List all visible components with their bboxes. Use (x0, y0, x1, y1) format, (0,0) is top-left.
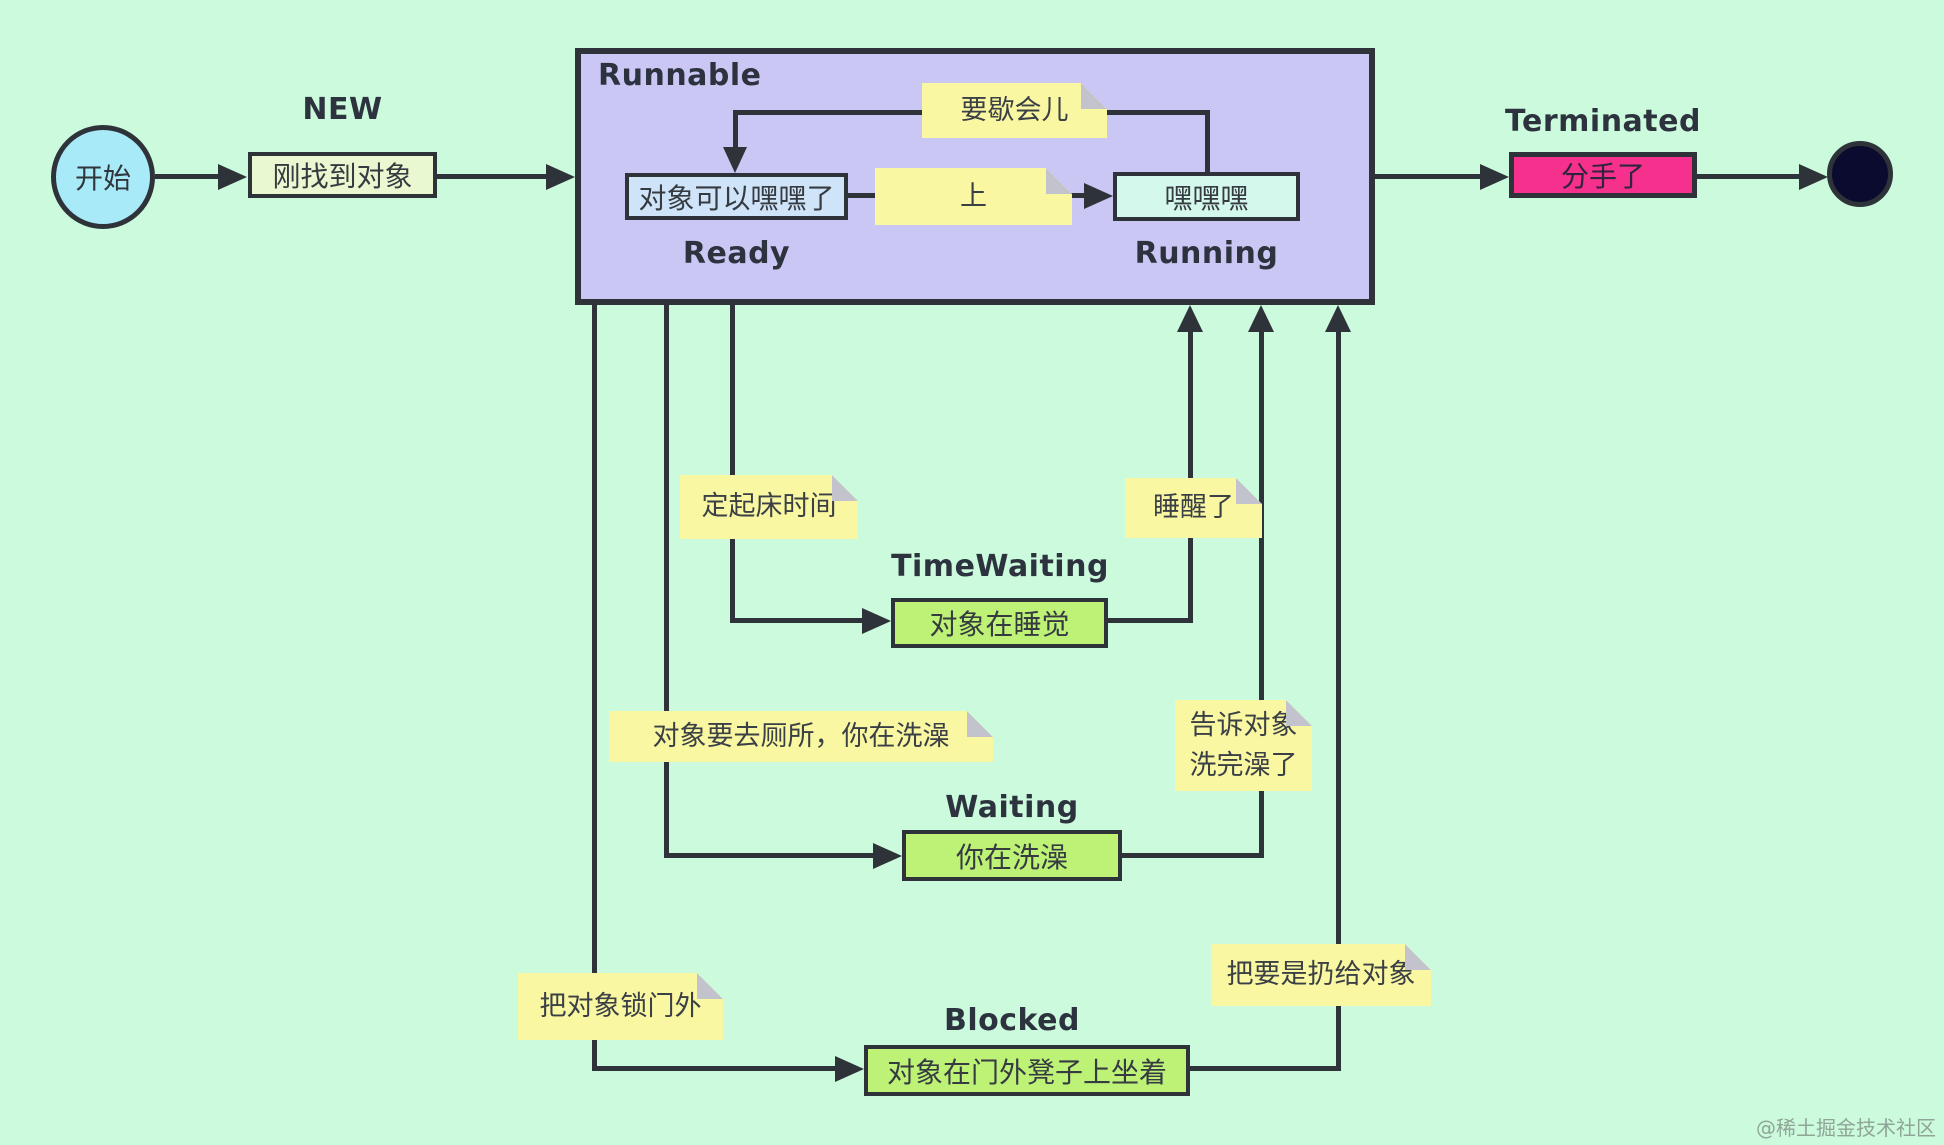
new-state-label: 刚找到对象 (272, 160, 413, 193)
connector-ready-down-timewaiting-v (730, 305, 735, 623)
connector-waiting-up-v (1259, 331, 1264, 858)
connector-ready-down-timewaiting-h (730, 618, 865, 623)
connector-blocked-up-h (1190, 1066, 1341, 1071)
waiting-state-label: 你在洗澡 (955, 840, 1068, 874)
new-state-node: 刚找到对象 (248, 152, 437, 198)
arrowhead-into-timewaiting (862, 608, 891, 634)
note-tell-done: 告诉对象 洗完澡了 (1175, 700, 1312, 791)
connector-ready-top-vertical (733, 110, 738, 150)
blocked-state-node: 对象在门外凳子上坐着 (864, 1045, 1190, 1096)
connector-new-to-runnable (437, 174, 549, 179)
note-lock-outside: 把对象锁门外 (518, 973, 723, 1040)
connector-ready-down-waiting-h (664, 853, 876, 858)
arrowhead-into-blocked (835, 1056, 864, 1082)
start-label: 开始 (74, 162, 131, 195)
timewaiting-state-label: 对象在睡觉 (929, 608, 1070, 641)
connector-waiting-up-h (1122, 853, 1264, 858)
arrowhead-up-from-timewaiting (1177, 305, 1203, 332)
connector-ready-down-waiting-v (664, 305, 669, 858)
waiting-caption: Waiting (945, 790, 1079, 825)
ready-state-label: 对象可以嘿嘿了 (638, 181, 835, 215)
arrowhead-into-end (1799, 164, 1828, 190)
connector-blocked-up-v (1336, 331, 1341, 1071)
arrowhead-into-runnable (546, 164, 575, 190)
note-throw-key: 把要是扔给对象 (1211, 944, 1431, 1006)
watermark: @稀土掘金技术社区 (1756, 1116, 1936, 1140)
runnable-caption: Runnable (598, 58, 762, 93)
waiting-state-node: 你在洗澡 (902, 830, 1122, 881)
note-set-wake-time: 定起床时间 (680, 475, 858, 539)
arrowhead-into-waiting (873, 843, 902, 869)
note-take-break: 要歇会儿 (922, 83, 1107, 138)
arrowhead-up-from-waiting (1248, 305, 1274, 332)
timewaiting-caption: TimeWaiting (891, 549, 1109, 584)
running-caption: Running (1134, 236, 1279, 271)
connector-running-top-vertical (1205, 110, 1210, 172)
terminated-state-label: 分手了 (1560, 160, 1645, 193)
connector-timewaiting-up-v (1188, 331, 1193, 623)
connector-runnable-to-terminated (1375, 174, 1482, 179)
note-woke-up: 睡醒了 (1125, 478, 1262, 538)
arrowhead-up-from-blocked (1325, 305, 1351, 332)
connector-start-to-new (155, 174, 220, 179)
connector-ready-to-note (848, 193, 880, 198)
terminated-caption: Terminated (1505, 104, 1701, 139)
note-toilet-shower: 对象要去厕所，你在洗澡 (609, 711, 993, 762)
arrowhead-into-running (1084, 183, 1113, 209)
terminated-state-node: 分手了 (1509, 152, 1697, 198)
arrowhead-into-ready (723, 147, 747, 173)
ready-state-node: 对象可以嘿嘿了 (625, 173, 848, 220)
connector-ready-down-blocked-v (592, 305, 597, 1071)
running-state-node: 嘿嘿嘿 (1113, 172, 1300, 221)
connector-note-to-running (1070, 193, 1088, 198)
note-shang: 上 (875, 168, 1072, 225)
connector-timewaiting-up-h (1108, 618, 1193, 623)
timewaiting-state-node: 对象在睡觉 (891, 598, 1108, 648)
arrowhead-into-terminated (1480, 164, 1509, 190)
connector-terminated-to-end (1697, 174, 1802, 179)
start-state-node: 开始 (51, 125, 155, 229)
blocked-state-label: 对象在门外凳子上坐着 (886, 1055, 1167, 1089)
end-state-node (1827, 141, 1893, 207)
arrowhead-into-new (218, 164, 247, 190)
ready-caption: Ready (682, 236, 791, 271)
new-caption: NEW (302, 92, 383, 127)
connector-ready-down-blocked-h (592, 1066, 838, 1071)
running-state-label: 嘿嘿嘿 (1164, 181, 1249, 215)
blocked-caption: Blocked (943, 1003, 1080, 1038)
